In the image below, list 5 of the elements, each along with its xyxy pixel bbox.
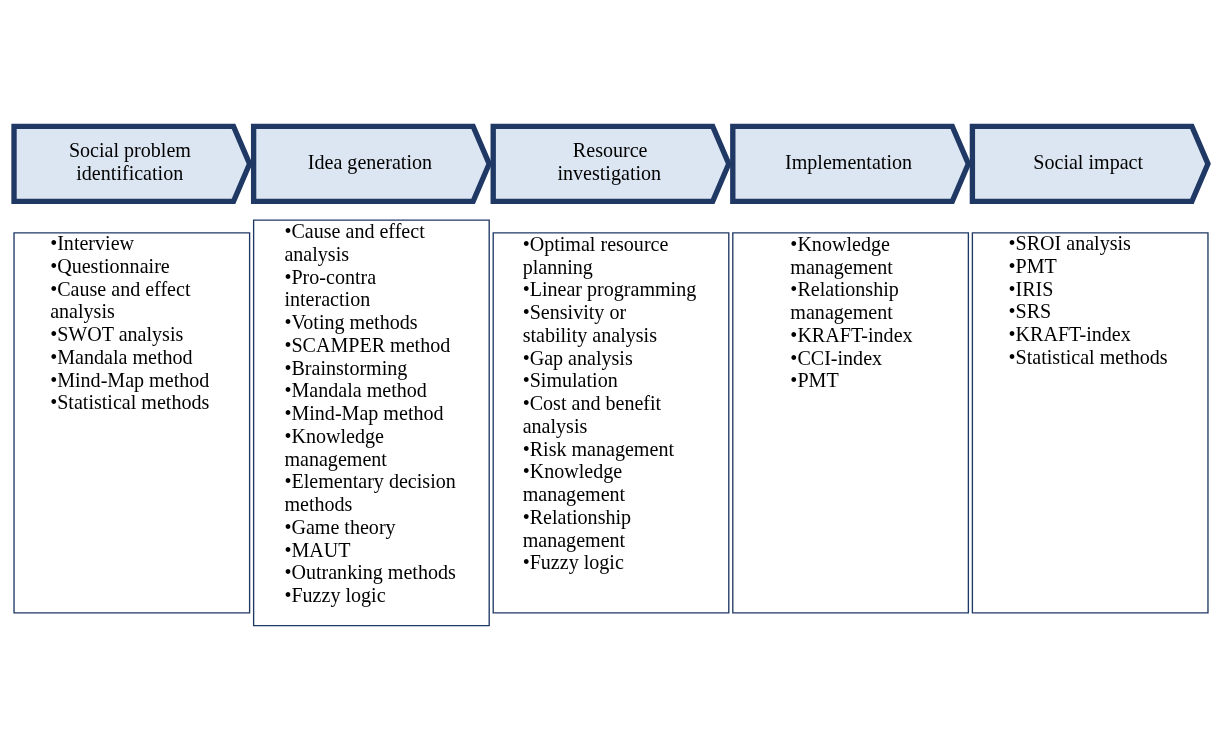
- node-box: •SROI analysis •PMT •IRIS •SRS •KRAFT-index •Statistical methods: [971, 231, 1209, 614]
- node-box: •Interview •Questionnaire •Cause and effect analysis •SWOT analysis •Mandala method •Mind-Map method •Statistical methods: [13, 231, 251, 614]
- node-box: •Cause and effect analysis •Pro-contra interaction •Voting methods •SCAMPER method •Brainstorming •Mandala method •Mind-Map method •Knowledge management •Elementary decision methods •Game theory •MAUT •Outranking methods •Fuzzy logic: [252, 218, 490, 626]
- node-box: •Knowledge management •Relationship management •KRAFT-index •CCI-index •PMT: [732, 231, 970, 614]
- node-box: •Optimal resource planning •Linear programming •Sensivity or stability analysis •Gap analysis •Simulation •Cost and benefit analysis •Risk management •Knowledge management •Relationship management •Fuzzy logic: [492, 231, 730, 614]
